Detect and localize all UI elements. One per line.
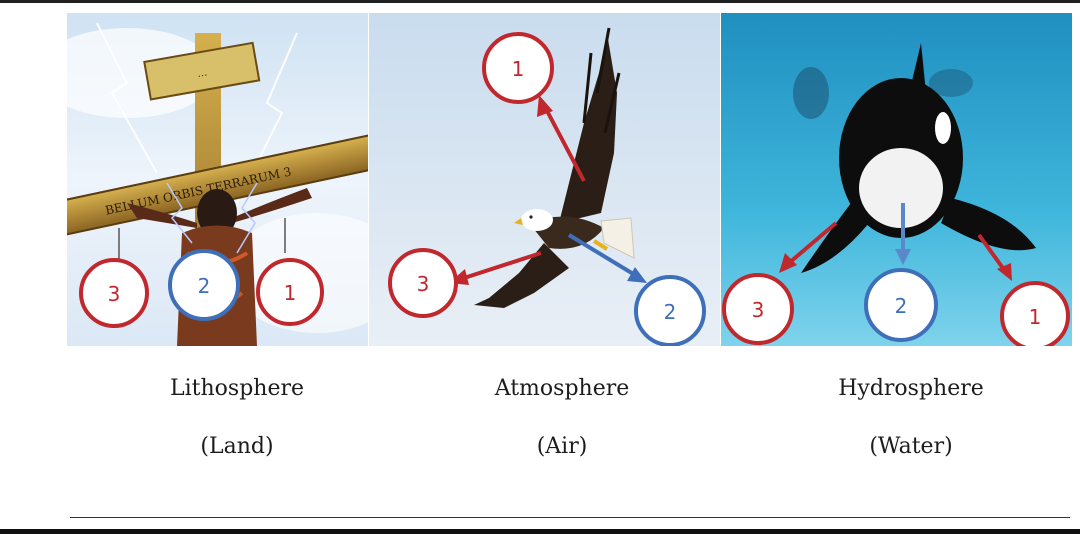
caption-land: (Land) (200, 434, 274, 459)
bottom-border (0, 529, 1080, 534)
marker-land-2: 2 (168, 249, 240, 321)
lithosphere-image: … BELLUM ORBIS TERRARUM 3 3 2 1 (67, 13, 368, 346)
caption-atmosphere: Atmosphere (494, 376, 630, 401)
marker-water-3: 3 (722, 273, 794, 345)
svg-text:1: 1 (512, 57, 525, 81)
svg-text:3: 3 (752, 298, 765, 322)
marker-air-1: 1 (482, 32, 554, 104)
caption-water: (Water) (869, 434, 953, 459)
caption-air: (Air) (536, 434, 588, 459)
marker-land-3: 3 (79, 258, 149, 328)
caption-hydrosphere: Hydrosphere (838, 376, 984, 401)
sign-text-top: … (196, 67, 208, 80)
top-border (0, 0, 1080, 3)
marker-air-3: 3 (388, 248, 458, 318)
caption-lithosphere: Lithosphere (170, 376, 304, 401)
horizontal-rule (70, 517, 1070, 518)
marker-water-2: 2 (864, 268, 938, 342)
marker-water-1: 1 (1000, 281, 1070, 346)
svg-text:1: 1 (1029, 305, 1042, 329)
marker-air-2: 2 (634, 275, 706, 346)
marker-land-1: 1 (256, 258, 324, 326)
svg-text:1: 1 (284, 281, 297, 305)
svg-text:3: 3 (108, 282, 121, 306)
svg-text:2: 2 (895, 294, 908, 318)
atmosphere-image: 1 3 2 (369, 13, 720, 346)
hydrosphere-image: 3 2 1 (721, 13, 1072, 346)
svg-text:2: 2 (664, 300, 677, 324)
svg-text:3: 3 (417, 272, 430, 296)
svg-text:2: 2 (198, 274, 211, 298)
